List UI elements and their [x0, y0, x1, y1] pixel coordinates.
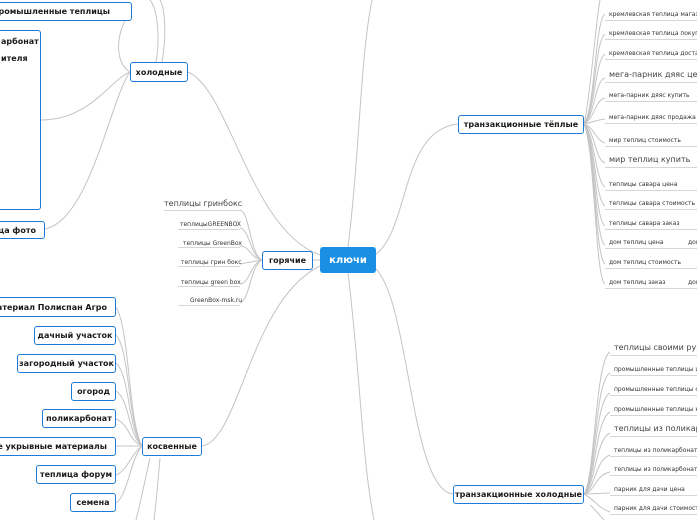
indirect-item-label: дачный участок	[37, 331, 113, 340]
warm-leaf[interactable]: теплицы савара стоимость	[609, 200, 696, 207]
indirect-item-covering-materials[interactable]: ные укрывные материалы	[0, 437, 116, 456]
cold-child-polycarbonate-card[interactable]: арбонат ителя	[0, 30, 41, 210]
root-label: ключи	[329, 254, 367, 266]
indirect-item-label: теплица форум	[39, 470, 113, 479]
hot-leaf-item[interactable]: теплицы GreenBox	[183, 240, 242, 247]
warm-leaf[interactable]: кремлевская теплица доставка	[609, 50, 697, 57]
cold-trans-leaf[interactable]: парник для дачи стоимость	[614, 505, 697, 512]
indirect-item-label: ные укрывные материалы	[0, 442, 107, 451]
hot-leaf-header[interactable]: теплицы гринбокс	[164, 199, 243, 208]
warm-leaf-extra[interactable]: дом	[688, 279, 697, 286]
branch-hot-label: горячие	[268, 256, 307, 265]
cold-child-photo[interactable]: ица фото	[0, 221, 45, 239]
warm-leaf[interactable]: дом теплиц заказ	[609, 279, 666, 286]
cold-trans-leaf[interactable]: теплицы из поликарбоната с	[614, 447, 697, 454]
cold-trans-leaf[interactable]: промышленные теплицы куп	[614, 406, 697, 413]
cold-card-line-2: ителя	[1, 54, 28, 63]
warm-leaf-header[interactable]: мега-парник дяяс цена	[609, 70, 697, 79]
indirect-item-label: загородный участок	[19, 359, 114, 368]
indirect-item-label: поликарбонат	[46, 414, 112, 423]
indirect-item-label: семена	[76, 498, 110, 507]
cold-card-line-1: арбонат	[1, 37, 39, 46]
branch-transactional-cold[interactable]: транзакционные холодные	[453, 485, 584, 504]
branch-cold-label: холодные	[135, 67, 183, 77]
warm-leaf[interactable]: дом теплиц цена	[609, 239, 664, 246]
root-node[interactable]: ключи	[320, 247, 376, 273]
branch-indirect-label: косвенные	[147, 442, 197, 451]
branch-transactional-warm[interactable]: транзакционные тёплые	[458, 115, 584, 134]
cold-child-industrial[interactable]: промышленные теплицы	[0, 2, 132, 21]
branch-cold[interactable]: холодные	[130, 62, 188, 82]
indirect-item-forum[interactable]: теплица форум	[36, 465, 116, 484]
indirect-item-seeds[interactable]: семена	[70, 493, 116, 512]
indirect-item-polycarbonate[interactable]: поликарбонат	[42, 409, 116, 428]
cold-trans-leaf[interactable]: промышленные теплицы сто	[614, 386, 697, 393]
hot-leaf-item[interactable]: теплицыGREENBOX	[180, 221, 242, 228]
warm-leaf-extra[interactable]: дом	[688, 239, 697, 246]
warm-leaf[interactable]: мир теплиц стоимость	[609, 137, 681, 144]
branch-indirect[interactable]: косвенные	[142, 437, 202, 456]
cold-trans-leaf[interactable]: промышленные теплицы цен	[614, 366, 697, 373]
warm-leaf[interactable]: кремлевская теплица покупка	[609, 30, 697, 37]
indirect-item-country-plot[interactable]: загородный участок	[17, 354, 116, 373]
warm-leaf[interactable]: мега-парник дяяс продажа	[609, 114, 696, 121]
indirect-item-garden[interactable]: огород	[71, 382, 116, 401]
branch-transactional-cold-label: транзакционные холодные	[455, 490, 582, 499]
warm-leaf-header[interactable]: мир теплиц купить	[609, 155, 691, 164]
hot-leaf-item[interactable]: GreenBox-msk.ru	[190, 297, 243, 304]
cold-trans-leaf[interactable]: парник для дачи цена	[614, 486, 685, 493]
indirect-item-dacha[interactable]: дачный участок	[34, 326, 116, 345]
warm-leaf[interactable]: кремлевская теплица магазин	[609, 11, 697, 18]
indirect-item-label: й материал Полиспан Агро	[0, 302, 107, 312]
cold-trans-leaf-header[interactable]: теплицы из поликарбо	[614, 424, 697, 433]
cold-child-photo-label: ица фото	[0, 225, 36, 235]
hot-leaf-item[interactable]: теплицы green box	[181, 279, 241, 286]
hot-leaf-item[interactable]: теплицы грин бокс	[181, 259, 242, 266]
cold-trans-leaf-header[interactable]: теплицы своими рука	[614, 343, 697, 352]
cold-child-industrial-label: промышленные теплицы	[0, 7, 111, 16]
warm-leaf[interactable]: мега-парник дяяс купить	[609, 92, 690, 99]
warm-leaf[interactable]: дом теплиц стоимость	[609, 259, 681, 266]
cold-trans-leaf[interactable]: теплицы из поликарбоната з	[614, 466, 697, 473]
warm-leaf[interactable]: теплицы савара цена	[609, 181, 678, 188]
indirect-item-polispan[interactable]: й материал Полиспан Агро	[0, 297, 116, 317]
indirect-item-label: огород	[77, 387, 110, 396]
branch-hot[interactable]: горячие	[262, 251, 313, 270]
warm-leaf[interactable]: теплицы савара заказ	[609, 220, 680, 227]
branch-transactional-warm-label: транзакционные тёплые	[463, 120, 579, 129]
